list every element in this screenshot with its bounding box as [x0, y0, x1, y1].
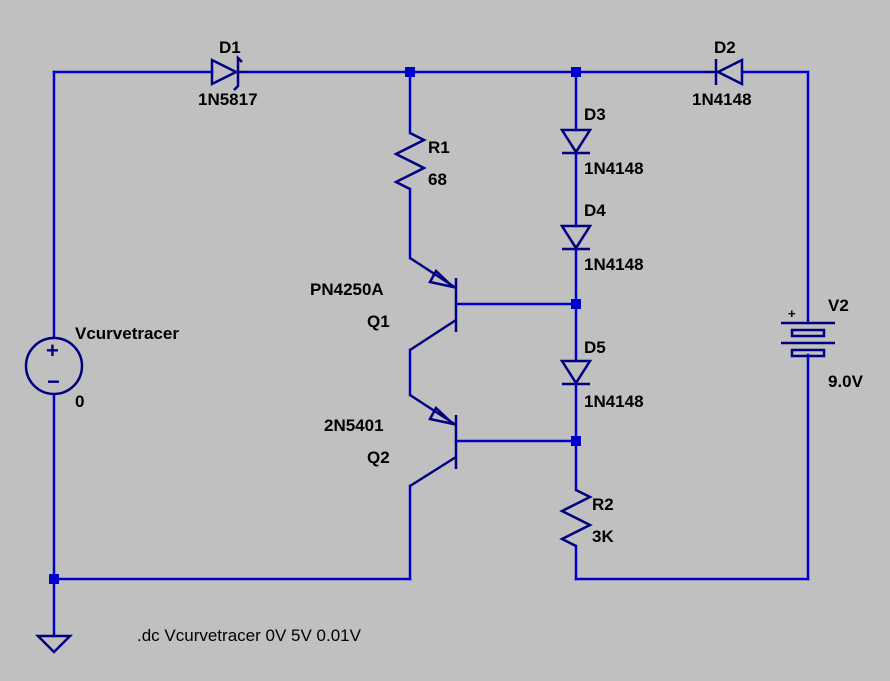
d4-name-label: D4: [584, 201, 606, 220]
vsrc-value-label: 0: [75, 392, 84, 411]
junction-dot: [571, 67, 581, 77]
vsrc-plus-sign: +: [46, 338, 59, 363]
junctions: [49, 67, 581, 584]
r2-name-label: R2: [592, 495, 614, 514]
q1-name-label: Q1: [367, 312, 390, 331]
d1-triangle: [210, 57, 239, 87]
ground-symbol: [34, 634, 74, 654]
d1-schottky-diode[interactable]: [210, 54, 248, 91]
v2-plus-sign: +: [788, 306, 796, 321]
vsrc-minus-sign: −: [47, 369, 60, 394]
v2-battery[interactable]: +: [781, 306, 835, 358]
d2-model-label: 1N4148: [692, 90, 752, 109]
d5-model-label: 1N4148: [584, 392, 644, 411]
r2-zigzag: [559, 488, 593, 548]
d1-name-label: D1: [219, 38, 241, 57]
r1-name-label: R1: [428, 138, 450, 157]
d1-model-label: 1N5817: [198, 90, 258, 109]
d4-model-label: 1N4148: [584, 255, 644, 274]
junction-dot: [571, 436, 581, 446]
vcurvetracer-voltage-source[interactable]: + −: [24, 336, 84, 396]
d5-triangle: [559, 359, 593, 386]
junction-dot: [571, 299, 581, 309]
d1-cathode-bar: [233, 54, 243, 91]
d2-name-label: D2: [714, 38, 736, 57]
d5-diode[interactable]: [559, 359, 593, 386]
junction-dot: [405, 67, 415, 77]
d4-diode[interactable]: [559, 224, 593, 251]
q1-collector-lead: [409, 318, 457, 352]
d3-model-label: 1N4148: [584, 159, 644, 178]
r1-resistor[interactable]: [393, 131, 427, 191]
q1-model-label: PN4250A: [310, 280, 384, 299]
junction-dot: [49, 574, 59, 584]
d3-triangle: [559, 128, 593, 155]
dc-sweep-directive[interactable]: .dc Vcurvetracer 0V 5V 0.01V: [137, 626, 362, 645]
r2-resistor[interactable]: [559, 488, 593, 548]
r1-value-label: 68: [428, 170, 447, 189]
q2-pnp-transistor[interactable]: [409, 393, 458, 488]
v2-value-label: 9.0V: [828, 372, 864, 391]
d4-triangle: [559, 224, 593, 251]
d2-triangle: [715, 57, 744, 87]
q2-name-label: Q2: [367, 448, 390, 467]
q2-model-label: 2N5401: [324, 416, 384, 435]
q1-pnp-transistor[interactable]: [409, 256, 458, 352]
q2-emitter-arrow: [428, 405, 458, 427]
vsrc-name-label: Vcurvetracer: [75, 324, 179, 343]
d3-diode[interactable]: [559, 128, 593, 155]
vsrc-circle: [24, 336, 84, 396]
r2-value-label: 3K: [592, 527, 614, 546]
v2-name-label: V2: [828, 296, 849, 315]
d3-name-label: D3: [584, 105, 606, 124]
r1-zigzag: [393, 131, 427, 191]
q1-emitter-arrow: [428, 268, 458, 290]
ground-triangle: [34, 634, 74, 654]
d5-name-label: D5: [584, 338, 606, 357]
v2-plate-4: [790, 348, 826, 358]
d2-diode[interactable]: [705, 57, 744, 87]
wires: [52, 70, 810, 638]
q2-collector-lead: [409, 455, 457, 488]
v2-plate-2: [790, 328, 826, 338]
